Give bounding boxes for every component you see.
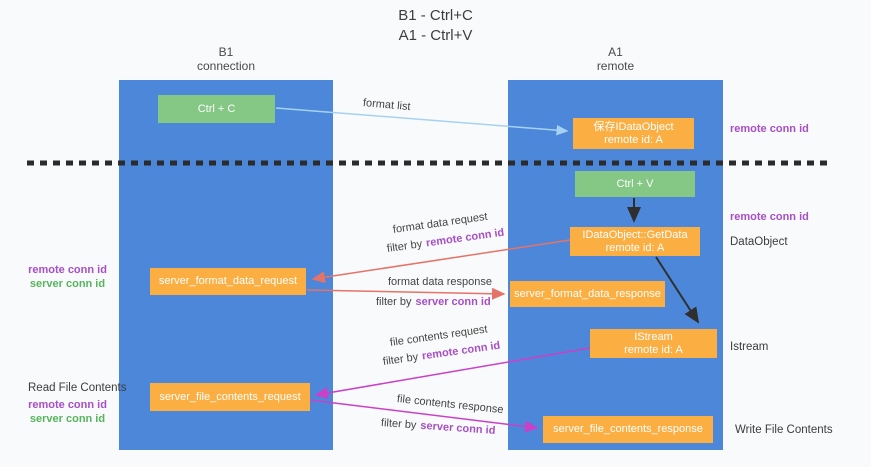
node-save-idataobject-line2: remote id: A — [604, 133, 663, 146]
title-line-1: B1 - Ctrl+C — [398, 7, 473, 24]
node-ctrl-c-label: Ctrl + C — [197, 102, 236, 115]
right-label-dataobject: DataObject — [730, 236, 788, 248]
filter-key-remote-conn-id-1: remote conn id — [425, 226, 505, 250]
node-save-idataobject: 保存IDataObject remote id: A — [573, 118, 694, 149]
format-list-label: format list — [362, 97, 412, 114]
node-server-format-data-response-label: server_format_data_response — [514, 287, 661, 300]
left-label-format-conn-ids: remote conn id server conn id — [20, 263, 115, 291]
node-getdata-line1: IDataObject::GetData — [582, 228, 688, 241]
node-ctrl-c: Ctrl + C — [158, 95, 275, 123]
node-getdata-line2: remote id: A — [605, 241, 665, 254]
format-data-response-arrow — [306, 287, 506, 300]
left-file-remote-conn-id: remote conn id — [28, 399, 107, 411]
node-server-file-contents-request: server_file_contents_request — [150, 383, 310, 411]
filter-key-server-conn-id-1: server conn id — [415, 296, 491, 308]
title-line-2: A1 - Ctrl+V — [398, 27, 473, 44]
node-ctrl-v-label: Ctrl + V — [616, 177, 654, 190]
node-server-file-contents-response: server_file_contents_response — [543, 416, 713, 443]
left-format-server-conn-id: server conn id — [29, 278, 106, 290]
lane-header-b1: B1 connection — [119, 45, 333, 73]
node-server-format-data-request-label: server_format_data_request — [158, 275, 298, 287]
lane-a1-subtitle: remote — [596, 59, 635, 73]
node-istream: IStream remote id: A — [590, 329, 717, 358]
right-label-write-file-contents: Write File Contents — [735, 424, 833, 436]
filter-by-text-2: filter by — [376, 296, 412, 308]
diagram-title: B1 - Ctrl+C A1 - Ctrl+V — [0, 6, 871, 46]
node-server-format-data-response: server_format_data_response — [510, 281, 665, 307]
node-server-file-contents-request-label: server_file_contents_request — [159, 390, 301, 403]
file-contents-response-label: file contents response — [396, 393, 505, 417]
node-ctrl-v: Ctrl + V — [575, 171, 695, 197]
node-save-idataobject-line1: 保存IDataObject — [593, 120, 674, 133]
node-server-format-data-request: server_format_data_request — [150, 268, 306, 295]
filter-key-remote-conn-id-2: remote conn id — [421, 339, 501, 363]
left-label-file-conn-ids: remote conn id server conn id — [20, 398, 115, 426]
filter-by-text-1: filter by — [386, 238, 423, 255]
node-server-file-contents-response-label: server_file_contents_response — [553, 423, 703, 435]
lane-header-a1: A1 remote — [508, 45, 723, 73]
node-istream-line2: remote id: A — [624, 343, 683, 356]
left-label-read-file-contents: Read File Contents — [28, 382, 127, 394]
left-file-server-conn-id: server conn id — [29, 413, 106, 425]
lane-b1-subtitle: connection — [196, 59, 256, 73]
node-istream-line1: IStream — [634, 330, 673, 343]
node-idataobject-getdata: IDataObject::GetData remote id: A — [570, 227, 700, 256]
right-label-remote-conn-id-mid: remote conn id — [730, 211, 809, 223]
filter-by-text-4: filter by — [380, 417, 417, 432]
left-format-remote-conn-id: remote conn id — [28, 264, 107, 276]
format-data-response-label: format data response — [388, 276, 492, 288]
right-label-istream: Istream — [730, 341, 769, 353]
filter-by-text-3: filter by — [382, 351, 419, 368]
lane-b1-title: B1 — [218, 45, 234, 59]
lane-a1-title: A1 — [608, 45, 623, 59]
right-label-remote-conn-id-top: remote conn id — [730, 123, 809, 135]
filter-key-server-conn-id-2: server conn id — [419, 419, 496, 437]
